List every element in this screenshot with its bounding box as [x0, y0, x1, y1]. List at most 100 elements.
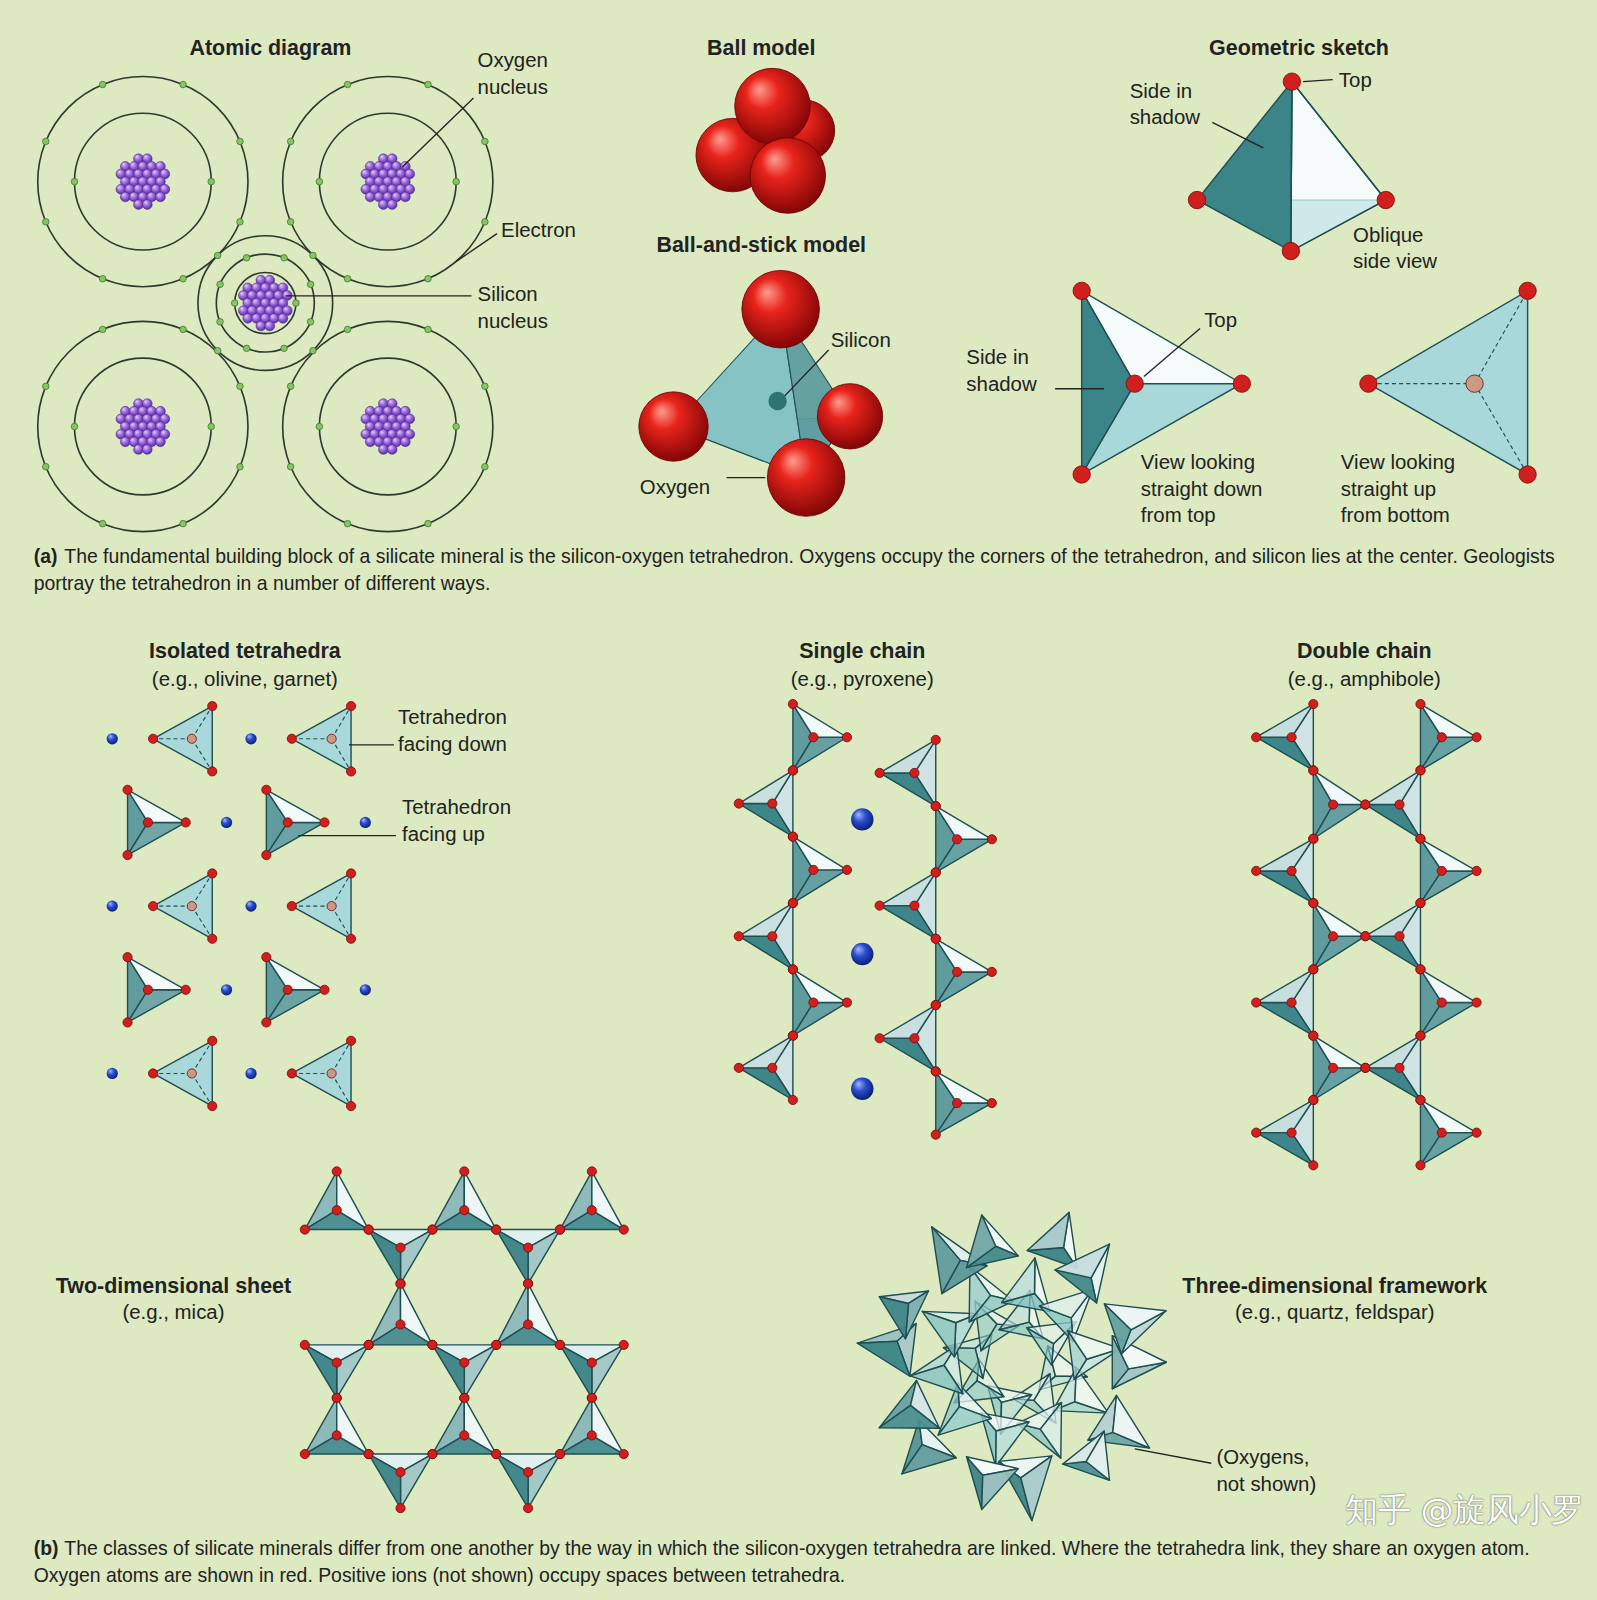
electron: [453, 178, 460, 185]
oxygen-atom: [734, 799, 743, 808]
oxygen-atom: [1329, 1063, 1338, 1072]
electron: [310, 252, 317, 259]
tetrahedron-face: [936, 1103, 992, 1135]
oxygen-atom: [346, 767, 355, 776]
oxygen-atom: [1309, 965, 1318, 974]
tetrahedron-face: [369, 1454, 401, 1508]
oxygen-atom: [1233, 375, 1250, 392]
oxygen-atom: [523, 1468, 532, 1477]
electron: [231, 300, 238, 307]
hidden-edge: [153, 906, 192, 907]
oxygen-atom: [734, 1063, 743, 1072]
nucleon: [365, 437, 375, 447]
electron: [99, 275, 106, 282]
leader-line: [785, 350, 829, 396]
oxygen-atom: [287, 902, 296, 911]
oxygen-atom: [332, 1358, 341, 1367]
positive-ion: [245, 901, 256, 912]
oxygen-atom: [788, 898, 797, 907]
oxygen-atom: [1309, 1031, 1318, 1040]
panel-heading: Double chain: [1232, 638, 1497, 665]
electron: [316, 423, 323, 430]
electron: [42, 219, 49, 226]
positive-ion: [221, 817, 232, 828]
oxygen-atom: [931, 934, 940, 943]
nucleon: [142, 445, 152, 455]
tetrahedron-face: [1027, 1212, 1069, 1250]
tetrahedron-face: [739, 903, 793, 936]
example-minerals: (e.g., quartz, feldspar): [1182, 1299, 1488, 1326]
tetrahedron-face: [401, 1230, 433, 1284]
oxygen-atom: [346, 702, 355, 711]
hidden-edge: [1475, 291, 1528, 384]
tetrahedron-face: [880, 1005, 936, 1038]
tetrahedron-face: [857, 1341, 910, 1376]
oxygen-atom: [1309, 898, 1318, 907]
callout-label: Side in shadow: [1130, 78, 1222, 131]
tetrahedron-face: [266, 822, 324, 855]
silicon-atom: [187, 1069, 196, 1078]
oxygen-atom: [492, 1449, 501, 1458]
nucleon: [156, 437, 166, 447]
electron: [237, 219, 244, 226]
oxygen-atom: [768, 799, 777, 808]
nucleus: [238, 275, 292, 331]
oxygen-atom: [768, 932, 777, 941]
oxygen-atom: [346, 934, 355, 943]
leader-line: [727, 477, 766, 478]
tetrahedron-face: [793, 737, 847, 770]
electron: [237, 463, 244, 470]
tetrahedron-face: [1313, 1068, 1365, 1100]
oxygen-atom: [1309, 965, 1318, 974]
tetrahedron-face: [464, 1345, 496, 1398]
hidden-edge: [153, 738, 192, 739]
view-description: View looking straight up from bottom: [1341, 449, 1479, 529]
electron: [482, 138, 489, 145]
panel-heading: Three-dimensional framework: [1182, 1272, 1488, 1299]
oxygen-atom: [428, 1449, 437, 1458]
tetrahedron-face: [1420, 969, 1476, 1002]
electron-shell: [74, 113, 211, 250]
electron: [243, 255, 250, 262]
tetrahedron-face: [739, 1036, 793, 1068]
oxygen-atom: [931, 1001, 940, 1010]
tetrahedron-face: [1420, 1003, 1476, 1036]
oxygen-atom: [1287, 866, 1296, 875]
oxygen-atom: [1361, 1063, 1370, 1072]
oxygen-atom: [396, 1279, 405, 1288]
electron-shell: [38, 77, 248, 287]
oxygen-atom: [809, 733, 818, 742]
oxygen-atom: [492, 1340, 501, 1349]
leader-line: [286, 295, 472, 296]
hidden-edge: [332, 706, 351, 739]
oxygen-atom: [523, 1504, 532, 1513]
silicon-atom: [187, 734, 196, 743]
oxygen-atom: [910, 768, 919, 777]
tetrahedron-face: [337, 1171, 369, 1229]
oxygen-atom: [1309, 1031, 1318, 1040]
nucleon: [378, 200, 388, 210]
panel-heading: Atomic diagram: [138, 35, 403, 62]
oxygen-atom: [364, 1340, 373, 1349]
callout-label: Top: [1339, 66, 1390, 93]
oxygen-atom: [1437, 1128, 1446, 1137]
electron: [316, 178, 323, 185]
nucleon: [134, 445, 144, 455]
tetrahedron-face: [1313, 805, 1365, 839]
electron: [42, 463, 49, 470]
oxygen-atom: [492, 1225, 501, 1234]
tetrahedron-face: [1113, 1395, 1150, 1448]
tetrahedron-face: [1055, 1244, 1109, 1278]
caption: The classes of silicate minerals differ …: [34, 1536, 1570, 1589]
tetrahedron-face: [401, 1284, 433, 1345]
oxygen-atom: [492, 1449, 501, 1458]
oxygen-atom: [952, 1098, 961, 1107]
electron: [310, 347, 317, 354]
oxygen-atom: [396, 1243, 405, 1252]
tetrahedron-face: [1256, 737, 1313, 770]
tetrahedron-face: [793, 704, 847, 737]
oxygen-atom: [346, 869, 355, 878]
oxygen-atom: [587, 1358, 596, 1367]
oxygen-atom: [788, 766, 797, 775]
oxygen-atom: [396, 1504, 405, 1513]
